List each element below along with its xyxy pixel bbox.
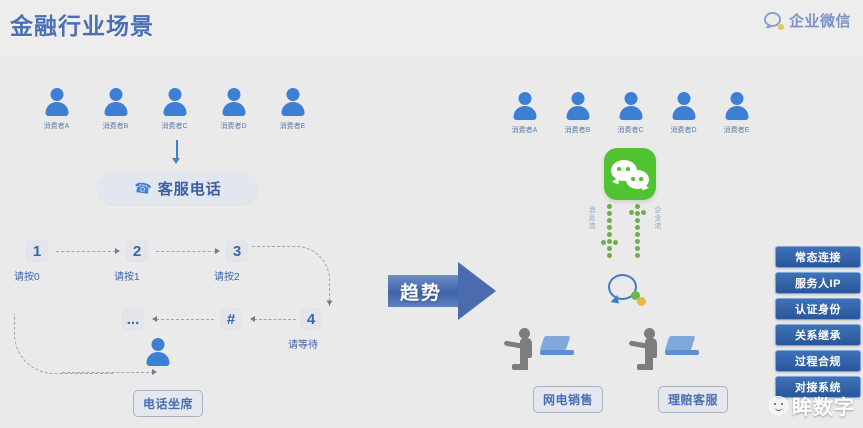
left-panel: 消费者A 消费者B 消费者C 消费者D 消费者E xyxy=(0,56,380,428)
connector-2-3 xyxy=(156,251,216,252)
ivr-key-3[interactable]: 3 xyxy=(224,238,250,264)
flow-label-left: 消息流 xyxy=(588,206,595,230)
consumer-label: 消费者D xyxy=(670,127,697,134)
consumer-label: 消费者E xyxy=(723,127,750,134)
person-icon xyxy=(44,88,70,118)
right-arrow-icon xyxy=(458,262,496,320)
flow-label-right: 企业流 xyxy=(654,206,661,230)
person-icon xyxy=(162,88,188,118)
connector-ellipsis-hash xyxy=(156,319,214,320)
ivr-key-ellipsis[interactable]: ... xyxy=(120,306,146,332)
feature-button-process-compliance[interactable]: 过程合规 xyxy=(775,350,861,372)
person-icon xyxy=(280,88,306,118)
trend-arrow: 趋势 xyxy=(388,262,498,320)
diagram-canvas: 消费者A 消费者B 消费者C 消费者D 消费者E xyxy=(0,56,863,428)
ivr-caption-4: 请等待 xyxy=(288,340,318,351)
right-consumer-row: 消费者A 消费者B 消费者C 消费者D 消费者E xyxy=(508,92,753,135)
consumer-label: 消费者B xyxy=(102,123,129,130)
ivr-caption-3: 请按2 xyxy=(214,272,240,283)
feature-button-service-persona[interactable]: 服务人IP xyxy=(775,272,861,294)
person-icon xyxy=(724,92,750,122)
connector-3-4-head xyxy=(326,300,333,306)
list-item: 消费者A xyxy=(508,92,541,135)
consumer-label: 消费者A xyxy=(511,127,538,134)
connector-3-4-curve xyxy=(252,246,330,306)
feature-button-always-connected[interactable]: 常态连接 xyxy=(775,246,861,268)
ivr-key-4[interactable]: 4 xyxy=(298,306,324,332)
right-panel: 消费者A 消费者B 消费者C 消费者D 消费者E xyxy=(480,56,863,428)
hotline-pill[interactable]: ☎ 客服电话 xyxy=(98,172,258,204)
connector-agent-line xyxy=(62,372,154,373)
phone-icon: ☎ xyxy=(133,178,153,197)
consumer-label: 消费者D xyxy=(220,123,247,130)
role-box-claims-service[interactable]: 理赔客服 xyxy=(658,386,729,413)
work-wechat-logo-icon xyxy=(608,274,646,308)
trend-arrow-body xyxy=(388,275,462,307)
connector-ellipsis-hash-head xyxy=(152,316,157,322)
list-item: 消费者B xyxy=(99,88,132,131)
consumer-label: 消费者C xyxy=(161,123,188,130)
connector-2-3-head xyxy=(215,248,220,254)
feature-button-verified-identity[interactable]: 认证身份 xyxy=(775,298,861,320)
connector-hash-4-head xyxy=(250,316,255,322)
feature-button-stack: 常态连接 服务人IP 认证身份 关系继承 过程合规 对接系统 xyxy=(775,246,861,398)
person-icon xyxy=(565,92,591,122)
ivr-caption-2: 请按1 xyxy=(114,272,140,283)
person-icon xyxy=(512,92,538,122)
person-icon xyxy=(221,88,247,118)
consumer-label: 消费者E xyxy=(279,123,306,130)
consumer-label: 消费者A xyxy=(43,123,70,130)
list-item: 消费者D xyxy=(667,92,700,135)
connector-4-agent-curve xyxy=(14,314,114,374)
brand-mark: 企业微信 xyxy=(763,10,851,31)
hotline-label: 客服电话 xyxy=(157,180,222,198)
flow-arrow-up xyxy=(629,204,646,258)
person-icon xyxy=(618,92,644,122)
list-item: 消费者C xyxy=(158,88,191,131)
list-item: 消费者E xyxy=(276,88,309,131)
wechat-logo-icon xyxy=(604,148,656,200)
ivr-caption-1: 请按0 xyxy=(14,272,40,283)
connector-1-2-head xyxy=(115,248,120,254)
left-consumer-row: 消费者A 消费者B 消费者C 消费者D 消费者E xyxy=(40,88,309,131)
connector-1-2 xyxy=(56,251,116,252)
list-item: 消费者E xyxy=(720,92,753,135)
phone-agent-box[interactable]: 电话坐席 xyxy=(133,390,204,417)
page-title: 金融行业场景 xyxy=(10,13,154,39)
connector-hash-4 xyxy=(254,319,296,320)
ivr-key-2[interactable]: 2 xyxy=(124,238,150,264)
speech-bubble-icon xyxy=(763,11,784,31)
ivr-key-hash[interactable]: # xyxy=(218,306,244,332)
feature-button-system-integration[interactable]: 对接系统 xyxy=(775,376,861,398)
list-item: 消费者A xyxy=(40,88,73,131)
feature-button-relationship-inheritance[interactable]: 关系继承 xyxy=(775,324,861,346)
ivr-key-1[interactable]: 1 xyxy=(24,238,50,264)
connector-agent-head xyxy=(152,369,157,375)
down-arrow-head xyxy=(172,158,180,164)
list-item: 消费者B xyxy=(561,92,594,135)
person-icon xyxy=(671,92,697,122)
trend-label: 趋势 xyxy=(400,283,443,304)
flow-arrow-down xyxy=(601,204,618,258)
down-arrow-line xyxy=(176,140,178,160)
consumer-label: 消费者C xyxy=(617,127,644,134)
header-band: 金融行业场景 企业微信 xyxy=(0,0,863,56)
person-icon xyxy=(103,88,129,118)
list-item: 消费者C xyxy=(614,92,647,135)
list-item: 消费者D xyxy=(217,88,250,131)
role-box-online-sales[interactable]: 网电销售 xyxy=(533,386,604,413)
brand-label: 企业微信 xyxy=(788,13,851,30)
consumer-label: 消费者B xyxy=(564,127,591,134)
